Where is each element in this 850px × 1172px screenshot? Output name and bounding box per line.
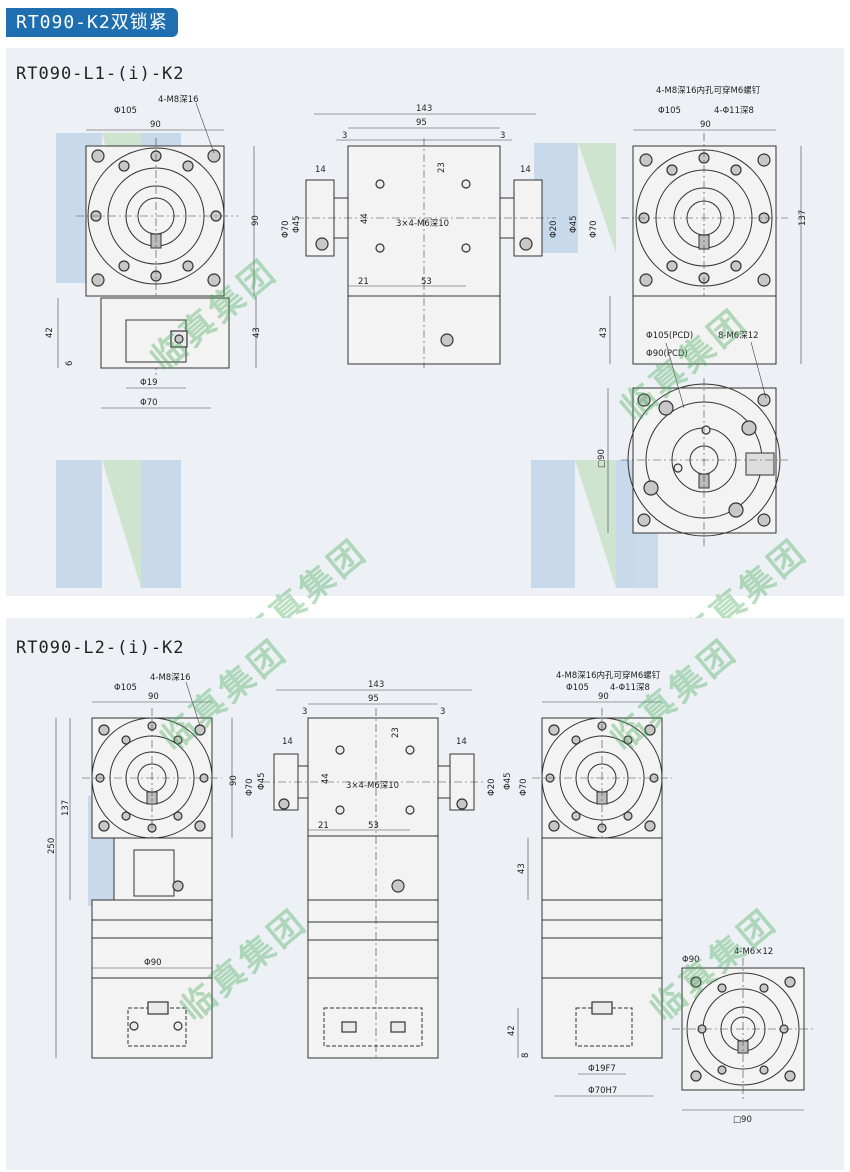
dimension-label: 90 — [229, 775, 239, 786]
dimension-label: 4-M8深16 — [158, 95, 199, 105]
dimension-label: 8 — [521, 1053, 531, 1058]
dimension-label: Φ45 — [257, 772, 267, 790]
dimension-label: Φ90 — [144, 958, 162, 968]
dimension-label: 14 — [456, 737, 467, 747]
dimension-label: 43 — [517, 863, 527, 874]
dimension-label: 44 — [360, 213, 370, 224]
dimension-label: 42 — [45, 327, 55, 338]
dimension-label: 53 — [421, 277, 432, 287]
dimension-label: 3×4-M6深10 — [396, 219, 449, 229]
dimension-label: 137 — [61, 800, 71, 816]
dimension-label: Φ45 — [569, 215, 579, 233]
dimension-label: Φ105 — [114, 106, 137, 116]
dimension-label: Φ105(PCD) — [646, 331, 693, 341]
section-title-tag: RT090-K2双锁紧 — [6, 8, 178, 37]
dimension-label: Φ105 — [114, 683, 137, 693]
drawing-panel-l1: RT090-L1-(i)-K2 — [6, 48, 844, 659]
side-view: 143 95 3 3 14 14 23 44 3×4-M6深10 21 53 Φ… — [245, 680, 529, 1059]
front-view: 90 Φ105 4-M8深16 90 42 43 6 Φ19 Φ70 — [45, 95, 262, 409]
dimension-label: 21 — [318, 821, 329, 831]
small-bottom-view: Φ90 4-M6×12 □90 — [672, 947, 814, 1125]
dimension-label: Φ105 — [566, 683, 589, 693]
dimension-label: 43 — [599, 327, 609, 338]
dimension-label: 90 — [251, 215, 261, 226]
dimension-label: 95 — [368, 694, 379, 704]
dimension-label: 23 — [437, 162, 447, 173]
dimension-label: 53 — [368, 821, 379, 831]
dimension-label: 90 — [150, 120, 161, 130]
left-view: Φ90 90 Φ105 4-M8深16 90 137 250 — [47, 673, 239, 1059]
dimension-label: Φ70 — [245, 778, 255, 796]
section-title: RT090-K2双锁紧 — [16, 12, 168, 33]
dimension-label: 3 — [302, 707, 307, 717]
right-view: 90 Φ105 4-Φ11深8 4-M8深16内孔可穿M6螺钉 43 42 8 … — [507, 670, 672, 1097]
dimension-label: 4-M8深16内孔可穿M6螺钉 — [656, 85, 761, 96]
dimension-label: 95 — [416, 118, 427, 128]
dimension-label: Φ19F7 — [588, 1064, 616, 1074]
dimension-label: Φ45 — [503, 772, 513, 790]
dimension-label: 4-Φ11深8 — [610, 683, 650, 693]
dimension-label: 43 — [252, 327, 262, 338]
dimension-label: 14 — [520, 165, 531, 175]
dimension-label: 6 — [65, 361, 75, 366]
dimension-label: 4-M8深16内孔可穿M6螺钉 — [556, 670, 661, 681]
dimension-label: 3×4-M6深10 — [346, 781, 399, 791]
drawing-panel-l2: RT090-L2-(i)-K2 — [6, 618, 844, 1170]
dimension-label: □90 — [597, 449, 607, 468]
dimension-label: Φ70H7 — [588, 1086, 617, 1096]
dimension-label: 90 — [148, 692, 159, 702]
dimension-label: 44 — [321, 773, 331, 784]
dimension-label: Φ20 — [549, 220, 559, 238]
dimension-label: 3 — [440, 707, 445, 717]
dimension-label: 3 — [342, 131, 347, 141]
dimension-label: 14 — [282, 737, 293, 747]
dimension-label: Φ90 — [682, 955, 700, 965]
drawing-l2: Φ90 90 Φ105 4-M8深16 90 137 250 — [47, 670, 814, 1125]
dimension-label: 143 — [416, 104, 432, 114]
dimension-label: Φ45 — [292, 215, 302, 233]
dimension-label: 90 — [598, 692, 609, 702]
right-front-view: 90 Φ105 4-Φ11深8 4-M8深16内孔可穿M6螺钉 137 43 — [599, 85, 808, 365]
dimension-label: 250 — [47, 838, 57, 854]
dimension-label: 4-M6×12 — [734, 947, 773, 957]
panel-title: RT090-L2-(i)-K2 — [16, 638, 185, 658]
dimension-label: 90 — [700, 120, 711, 130]
drawing-l1: 90 Φ105 4-M8深16 90 42 43 6 Φ19 Φ70 — [45, 85, 808, 548]
dimension-label: 14 — [315, 165, 326, 175]
panel-title: RT090-L1-(i)-K2 — [16, 64, 185, 84]
dimension-label: Φ105 — [658, 106, 681, 116]
dimension-label: 143 — [368, 680, 384, 690]
dimension-label: Φ19 — [140, 378, 158, 388]
dimension-label: Φ20 — [487, 778, 497, 796]
dimension-label: 21 — [358, 277, 369, 287]
dimension-label: Φ70 — [519, 778, 529, 796]
dimension-label: Φ70 — [281, 220, 291, 238]
dimension-label: 8-M6深12 — [718, 331, 759, 341]
side-view: 143 95 3 3 14 14 23 44 3×4-M6深10 21 53 Φ… — [281, 104, 599, 368]
dimension-label: □90 — [733, 1115, 752, 1125]
dimension-label: 42 — [507, 1025, 517, 1036]
dimension-label: 3 — [500, 131, 505, 141]
dimension-label: Φ70 — [140, 398, 158, 408]
bottom-view: Φ105(PCD) Φ90(PCD) 8-M6深12 □90 — [597, 331, 788, 548]
dimension-label: 4-M8深16 — [150, 673, 191, 683]
dimension-label: 137 — [798, 210, 808, 226]
dimension-label: 23 — [391, 727, 401, 738]
dimension-label: Φ70 — [589, 220, 599, 238]
dimension-label: Φ90(PCD) — [646, 349, 688, 359]
dimension-label: 4-Φ11深8 — [714, 106, 754, 116]
